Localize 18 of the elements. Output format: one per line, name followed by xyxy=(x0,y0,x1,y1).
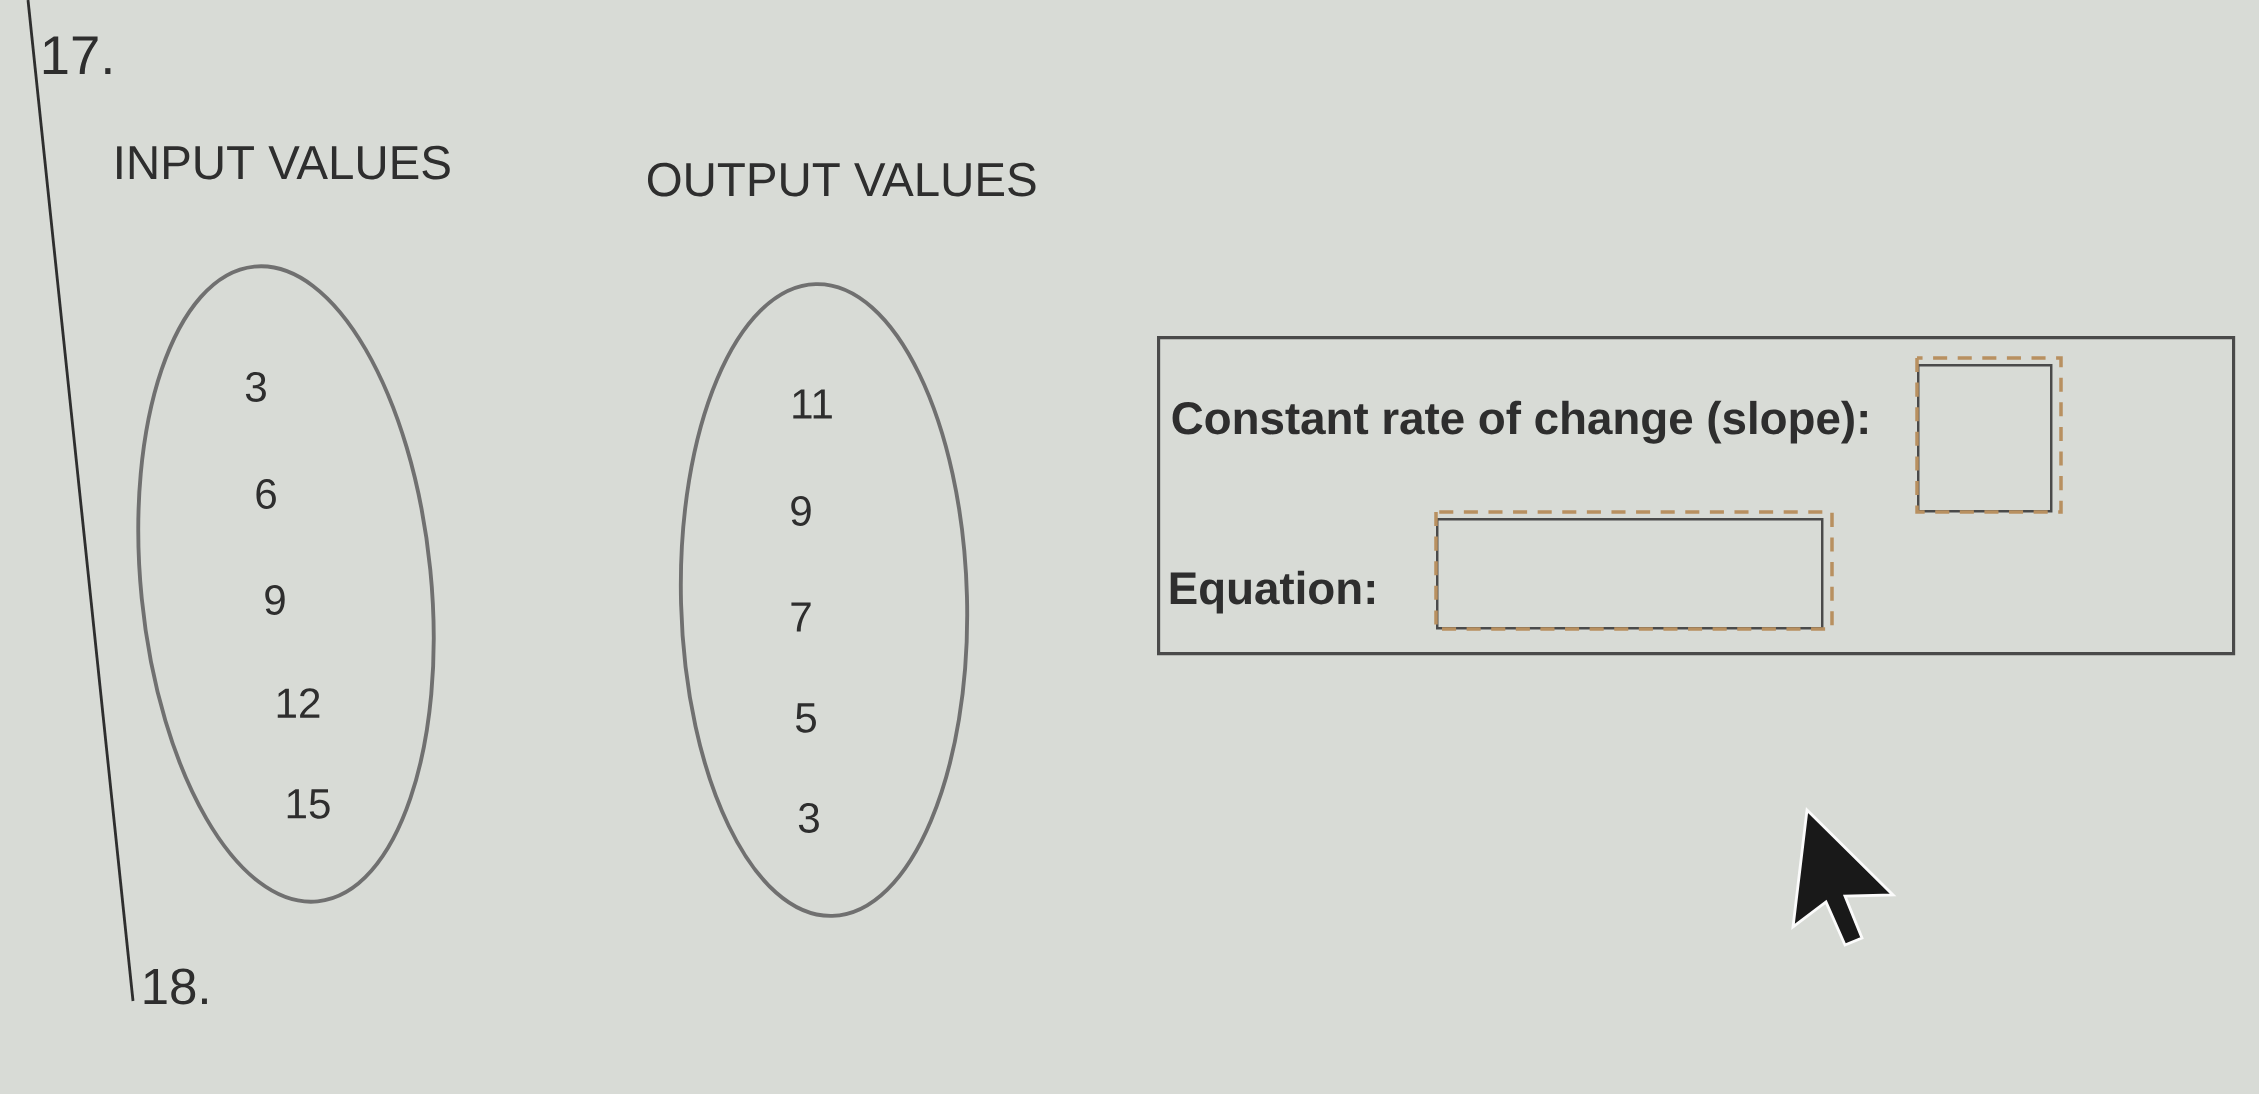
number: 3 xyxy=(245,372,266,402)
answer-box xyxy=(1915,356,2063,514)
question-number: 18. xyxy=(144,968,207,1005)
number: 11 xyxy=(793,389,832,419)
number: 7 xyxy=(791,602,811,632)
question-number: 17. xyxy=(43,36,111,74)
number: 9 xyxy=(265,585,285,615)
number: 15 xyxy=(287,789,330,819)
number: 9 xyxy=(791,496,811,526)
number: 6 xyxy=(256,479,276,509)
answer-box xyxy=(1434,510,1834,631)
column-heading: INPUT VALUES xyxy=(117,145,450,180)
prompt-text: Constant rate of change (slope): xyxy=(1172,400,1867,444)
prompt-text: Equation: xyxy=(1170,570,1374,614)
number: 5 xyxy=(796,703,816,733)
number: 3 xyxy=(798,803,819,833)
number: 12 xyxy=(277,688,320,718)
column-heading: OUTPUT VALUES xyxy=(647,162,1036,197)
